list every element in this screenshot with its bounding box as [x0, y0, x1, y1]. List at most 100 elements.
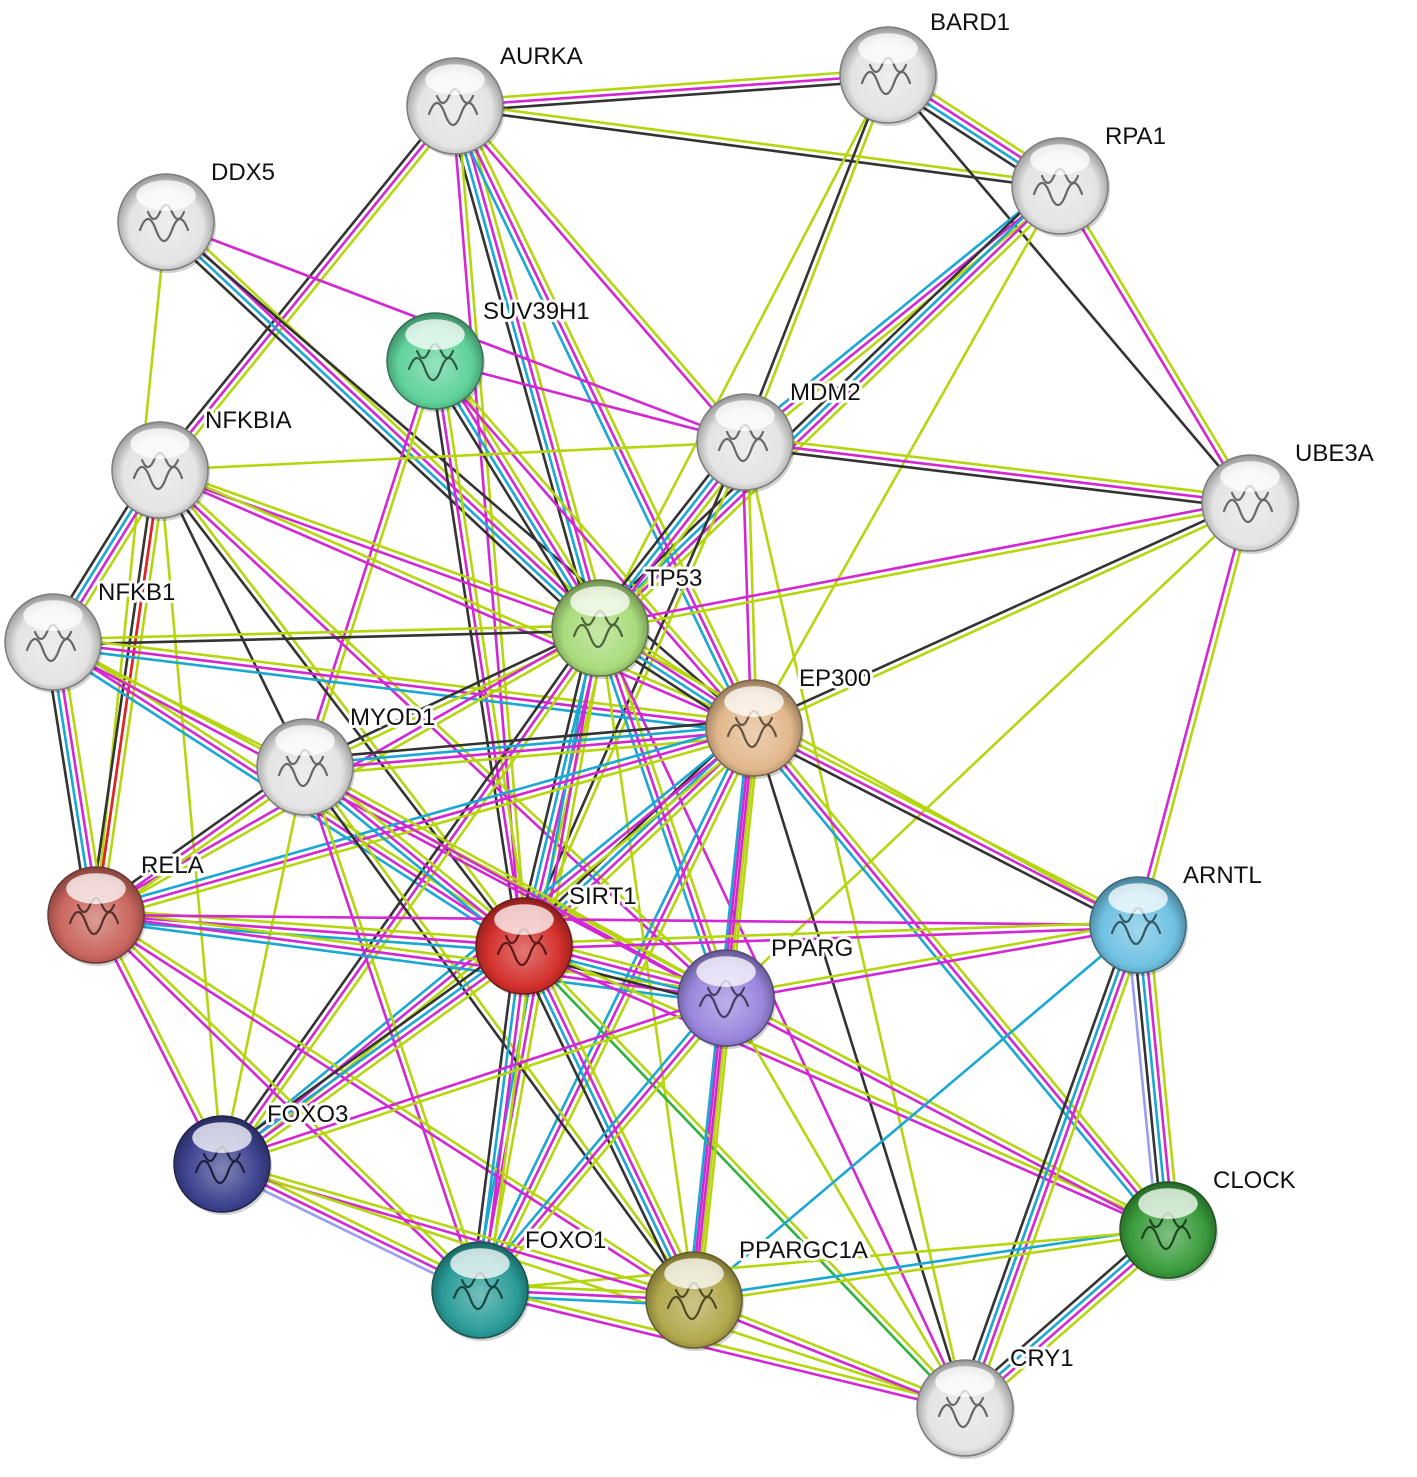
edge-line-lime [724, 920, 1139, 997]
edge-line-lime [522, 920, 1140, 945]
edge-line-black [302, 718, 755, 761]
edge-line-green [520, 946, 965, 1412]
edge-pparg-foxo1 [474, 993, 732, 1295]
node-ppargc1a[interactable]: PPARGC1A [645, 1234, 871, 1351]
edge-sirt1-arntl [522, 920, 1140, 951]
node-sirt1[interactable]: SIRT1 [475, 880, 640, 997]
edge-line-magenta [158, 104, 457, 472]
node-myod1[interactable]: MYOD1 [256, 701, 438, 818]
edge-line-magenta [451, 106, 745, 446]
edge-line-black [955, 920, 1132, 1407]
node-clock[interactable]: CLOCK [1119, 1164, 1299, 1281]
edge-line-black [301, 767, 694, 1303]
edge-ep300-arntl [750, 721, 1142, 932]
edge-rpa1-tp53 [592, 178, 1068, 636]
edge-line-magenta [220, 626, 602, 1166]
edge-line-black [454, 79, 890, 113]
edge-line-magenta [453, 104, 756, 730]
edge-line-black [428, 360, 520, 949]
edge-line-black [426, 364, 595, 634]
edge-line-lime [598, 626, 1140, 927]
node-label: NFKB1 [98, 579, 175, 606]
edge-pparg-cry1 [724, 996, 967, 1410]
node-suv39h1[interactable]: SUV39H1 [386, 295, 593, 412]
edge-line-magenta [1134, 500, 1249, 926]
edge-line-lime [225, 951, 531, 1172]
edge-line-magenta [525, 943, 698, 1301]
edge-mdm2-nfkbia [158, 440, 747, 472]
edge-sirt1-foxo3 [215, 938, 531, 1172]
edge-line-black [51, 629, 602, 647]
node-rela[interactable]: RELA [47, 849, 207, 966]
edge-line-lime [225, 629, 606, 1169]
edge-line-magenta [481, 945, 529, 1292]
edge-line-magenta [94, 726, 756, 917]
node-gloss [494, 904, 554, 935]
edge-line-lime [158, 468, 224, 1166]
edge-line-magenta [94, 913, 526, 948]
edge-myod1-ppargc1a [301, 764, 698, 1303]
edge-line-cyan [451, 105, 599, 631]
node-ep300[interactable]: EP300 [705, 662, 874, 779]
edge-line-cyan [431, 361, 599, 631]
edge-line-cyan [596, 182, 1060, 628]
edge-line-lime [51, 623, 602, 641]
node-cry1[interactable]: CRY1 [916, 1342, 1077, 1459]
edge-aurka-bard1 [453, 68, 890, 113]
node-ddx5[interactable]: DDX5 [117, 156, 278, 273]
node-label: MYOD1 [350, 704, 435, 731]
edge-line-black [743, 446, 1251, 510]
edge-line-lime [160, 467, 528, 946]
edge-line-black [752, 726, 967, 1410]
edge-line-lime [486, 945, 534, 1293]
edge-suv39h1-mdm2 [433, 359, 747, 444]
node-bard1[interactable]: BARD1 [839, 6, 1013, 126]
edge-line-lime [158, 440, 747, 472]
edge-line-cyan [474, 993, 724, 1288]
node-gloss [664, 1258, 724, 1289]
node-ube3a[interactable]: UBE3A [1201, 437, 1377, 554]
edge-line-black [741, 72, 887, 443]
node-label: PPARGC1A [739, 1237, 868, 1264]
node-pparg[interactable]: PPARG [677, 932, 856, 1049]
edge-line-magenta [92, 915, 480, 1294]
node-gloss [450, 1248, 510, 1279]
edge-line-lime [598, 626, 696, 1302]
edge-line-lime [523, 942, 1171, 1229]
node-aurka[interactable]: AURKA [406, 40, 586, 157]
edge-line-magenta [94, 913, 1140, 927]
edge-mdm2-ube3a [743, 435, 1252, 510]
edge-line-magenta [966, 924, 1142, 1411]
node-nfkbia[interactable]: NFKBIA [111, 404, 295, 521]
edge-line-magenta [752, 726, 1170, 1232]
node-gloss [23, 600, 83, 631]
edge-line-black [156, 470, 524, 949]
node-label: RPA1 [1105, 123, 1166, 150]
edge-line-magenta [1056, 186, 1249, 506]
node-label: AURKA [500, 43, 583, 70]
node-gloss [715, 400, 775, 431]
edge-foxo1-cry1 [478, 1286, 967, 1412]
edge-line-black [159, 226, 596, 636]
edge-line-lime [96, 911, 484, 1290]
node-nfkb1[interactable]: NFKB1 [4, 576, 178, 693]
node-rpa1[interactable]: RPA1 [1011, 120, 1169, 237]
edge-aurka-rpa1 [453, 101, 1062, 191]
node-gloss [570, 586, 630, 617]
edge-line-magenta [478, 996, 728, 1292]
node-arntl[interactable]: ARNTL [1089, 859, 1265, 976]
node-gloss [66, 873, 126, 904]
node-foxo1[interactable]: FOXO1 [431, 1224, 609, 1341]
edge-line-red [94, 468, 162, 917]
edge-line-magenta [1142, 923, 1175, 1231]
node-label: NFKBIA [205, 407, 292, 434]
edge-line-cyan [162, 222, 600, 632]
node-foxo3[interactable]: FOXO3 [173, 1098, 351, 1215]
node-gloss [935, 1366, 995, 1397]
node-mdm2[interactable]: MDM2 [696, 376, 864, 493]
edge-sirt1-foxo1 [470, 943, 534, 1293]
node-tp53[interactable]: TP53 [551, 562, 705, 679]
edge-line-black [445, 106, 594, 632]
edge-line-lime [453, 68, 889, 102]
edge-line-black [886, 73, 1252, 505]
